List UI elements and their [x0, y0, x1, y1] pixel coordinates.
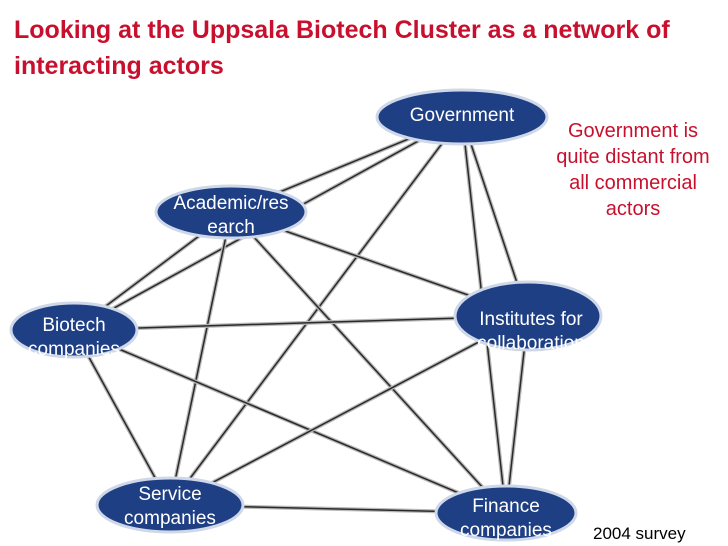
link-institutes-service	[169, 315, 529, 506]
slide-title: Looking at the Uppsala Biotech Cluster a…	[14, 16, 670, 80]
link-government-service	[169, 116, 463, 506]
node-finance	[434, 484, 578, 542]
annotation-note: Government is quite distant from all com…	[556, 120, 710, 220]
link-academic-service	[169, 211, 232, 506]
node-biotech	[9, 301, 139, 359]
node-academic	[154, 184, 308, 240]
node-label-biotech: Biotech companies	[28, 315, 120, 360]
node-label-finance: Finance companies	[460, 496, 552, 541]
link-biotech-service	[73, 329, 171, 506]
node-label-government: Government	[409, 105, 515, 126]
node-label-service: Service companies	[124, 484, 216, 529]
nodes-layer	[9, 88, 603, 542]
link-academic-finance	[230, 211, 507, 514]
node-label-institutes: Institutes for collaboration	[477, 309, 585, 354]
survey-note: 2004 survey	[593, 524, 686, 543]
link-biotech-finance	[73, 329, 507, 514]
node-service	[95, 476, 245, 534]
node-government	[375, 88, 549, 146]
links-layer	[72, 115, 530, 515]
link-biotech-institutes	[73, 315, 529, 331]
node-institutes	[453, 280, 603, 352]
node-label-academic: Academic/research	[173, 193, 289, 238]
